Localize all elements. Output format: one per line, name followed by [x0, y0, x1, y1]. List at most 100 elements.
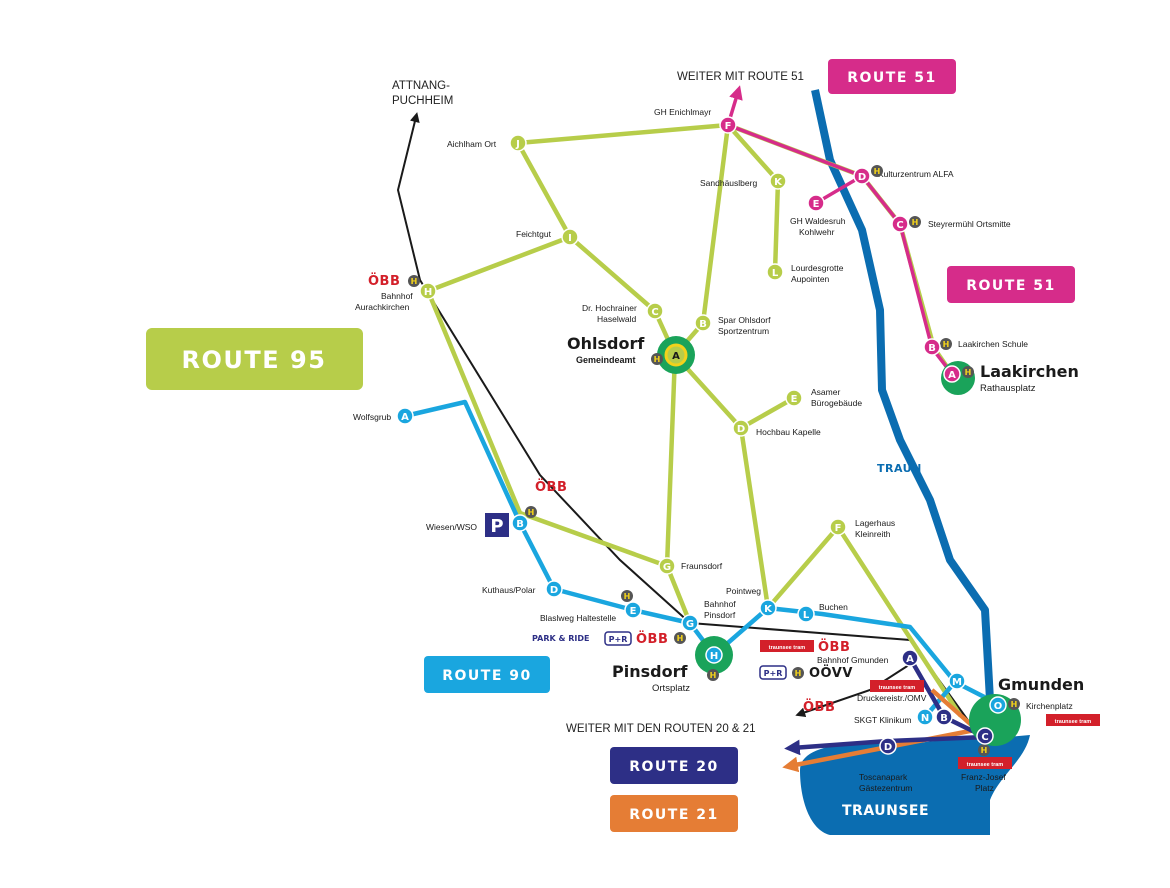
weiter-route-51-label: WEITER MIT ROUTE 51: [677, 71, 804, 83]
svg-text:L: L: [803, 610, 810, 621]
traun-label: TRAUN: [877, 462, 922, 475]
svg-text:H: H: [654, 355, 661, 364]
stop-51-e[interactable]: [807, 194, 825, 212]
obb-logo-west: ÖBB: [803, 699, 835, 715]
route-21-badge[interactable]: ROUTE 21: [610, 795, 738, 832]
svg-text:Sandhäuslberg: Sandhäuslberg: [700, 178, 757, 188]
stop-90-m[interactable]: [948, 672, 966, 690]
stop-90-n[interactable]: [916, 708, 934, 726]
svg-text:B: B: [699, 319, 707, 330]
stop-95-f2[interactable]: [829, 518, 847, 536]
stop-20-d[interactable]: [879, 737, 897, 755]
stop-95-d[interactable]: [732, 419, 750, 437]
svg-text:Laakirchen Schule: Laakirchen Schule: [958, 339, 1028, 349]
svg-text:D: D: [858, 172, 866, 183]
stop-90-h[interactable]: [705, 646, 723, 664]
svg-text:G: G: [686, 619, 694, 630]
traunsee-label: TRAUNSEE: [842, 803, 929, 819]
parking-icon: P: [485, 513, 509, 537]
stop-95-i[interactable]: [561, 228, 579, 246]
route-51-stops: A B C D E: [807, 167, 961, 383]
pr-icon-gmunden: P+R: [759, 665, 787, 680]
park-and-ride-label: PARK & RIDE: [532, 634, 589, 643]
stop-95-j[interactable]: [509, 134, 527, 152]
stop-51-d[interactable]: [853, 167, 871, 185]
svg-text:A: A: [906, 654, 914, 665]
route-90-badge[interactable]: ROUTE 90: [424, 656, 550, 693]
stop-95-k[interactable]: [769, 172, 787, 190]
svg-text:P+R: P+R: [764, 669, 783, 678]
stop-90-b[interactable]: [511, 514, 529, 532]
oovv-logo: OÖVV: [809, 665, 853, 681]
svg-text:E: E: [791, 394, 798, 405]
svg-text:Spar Ohlsdorf: Spar Ohlsdorf: [718, 315, 771, 325]
stop-20-c[interactable]: [976, 727, 994, 745]
stop-20-b[interactable]: [935, 708, 953, 726]
traunsee-lake: [800, 735, 1030, 835]
svg-text:Bahnhof Gmunden: Bahnhof Gmunden: [817, 655, 889, 665]
stop-90-e[interactable]: [624, 601, 642, 619]
svg-text:ROUTE 21: ROUTE 21: [629, 807, 719, 823]
route-90-stops: A B D E G H K L M N O: [396, 407, 1007, 726]
svg-text:Asamer: Asamer: [811, 387, 840, 397]
stop-95-e[interactable]: [785, 389, 803, 407]
stop-95-h[interactable]: [419, 282, 437, 300]
svg-text:H: H: [710, 651, 718, 662]
svg-text:H: H: [912, 218, 919, 227]
stop-95-a[interactable]: [664, 343, 688, 367]
svg-text:ROUTE 90: ROUTE 90: [442, 668, 532, 684]
route-95-badge[interactable]: ROUTE 95: [146, 328, 363, 390]
obb-logo-aurachkirchen: ÖBB: [368, 273, 400, 289]
stop-90-d[interactable]: [545, 580, 563, 598]
svg-text:Kirchenplatz: Kirchenplatz: [1026, 701, 1073, 711]
route-51-badge-top[interactable]: ROUTE 51: [828, 59, 956, 94]
stop-51-b[interactable]: [923, 338, 941, 356]
svg-text:Dr. Hochrainer: Dr. Hochrainer: [582, 303, 637, 313]
svg-text:Kleinreith: Kleinreith: [855, 529, 891, 539]
stop-95-b[interactable]: [694, 314, 712, 332]
rail-line-attnang: [396, 112, 691, 624]
stop-90-a[interactable]: [396, 407, 414, 425]
svg-text:Haselwald: Haselwald: [597, 314, 636, 324]
obb-logo-pinsdorf: ÖBB: [636, 631, 668, 647]
route-51-badge-right[interactable]: ROUTE 51: [947, 266, 1075, 303]
svg-text:Feichtgut: Feichtgut: [516, 229, 552, 239]
stop-95-l[interactable]: [766, 263, 784, 281]
stop-95-f[interactable]: [719, 116, 737, 134]
svg-text:H: H: [981, 746, 988, 755]
svg-text:H: H: [424, 287, 432, 298]
svg-text:K: K: [764, 604, 773, 615]
stop-90-g[interactable]: [681, 614, 699, 632]
weiter-routen-20-21-label: WEITER MIT DEN ROUTEN 20 & 21: [566, 723, 756, 735]
svg-text:Wiesen/WSO: Wiesen/WSO: [426, 522, 477, 532]
stop-20-a[interactable]: [901, 649, 919, 667]
svg-text:Lourdesgrotte: Lourdesgrotte: [791, 263, 844, 273]
stop-90-k[interactable]: [759, 599, 777, 617]
obb-logo-rail: ÖBB: [535, 479, 567, 495]
svg-text:ROUTE 95: ROUTE 95: [182, 346, 327, 374]
traun-river: [811, 89, 994, 701]
route-20-badge[interactable]: ROUTE 20: [610, 747, 738, 784]
svg-text:D: D: [737, 424, 745, 435]
svg-text:G: G: [663, 562, 671, 573]
stop-51-a[interactable]: [943, 365, 961, 383]
stop-90-l[interactable]: [797, 605, 815, 623]
svg-text:H: H: [528, 508, 535, 517]
svg-text:B: B: [940, 713, 948, 724]
attnang-label-1: ATTNANG-: [392, 80, 450, 92]
stop-51-c[interactable]: [891, 215, 909, 233]
svg-text:traunsee tram: traunsee tram: [967, 762, 1003, 768]
obb-logo-gmunden: ÖBB: [818, 639, 850, 655]
svg-text:Steyrermühl Ortsmitte: Steyrermühl Ortsmitte: [928, 219, 1011, 229]
town-ohlsdorf-sub: Gemeindeamt: [576, 355, 636, 365]
stop-90-o[interactable]: [989, 696, 1007, 714]
svg-text:GH Enichlmayr: GH Enichlmayr: [654, 107, 711, 117]
stop-95-g[interactable]: [658, 557, 676, 575]
tram-logo-gmunden: traunsee tram: [760, 640, 814, 652]
svg-text:Hochbau Kapelle: Hochbau Kapelle: [756, 427, 821, 437]
svg-text:C: C: [651, 307, 658, 318]
svg-text:B: B: [516, 519, 524, 530]
stop-95-c[interactable]: [646, 302, 664, 320]
svg-text:N: N: [921, 713, 929, 724]
